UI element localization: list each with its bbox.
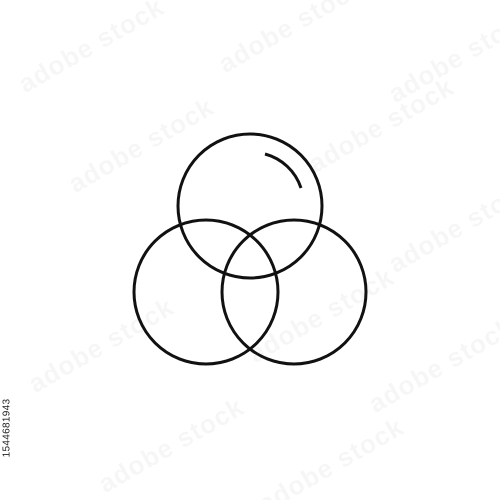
- stock-id-label: 1544681943: [0, 386, 14, 470]
- highlight-arc: [264, 152, 303, 189]
- stock-id-text: 1544681943: [1, 398, 13, 458]
- bottom-right-circle: [220, 218, 368, 366]
- bottom-left-circle: [132, 218, 280, 366]
- icon-rings: [132, 132, 368, 366]
- top-circle: [176, 132, 324, 280]
